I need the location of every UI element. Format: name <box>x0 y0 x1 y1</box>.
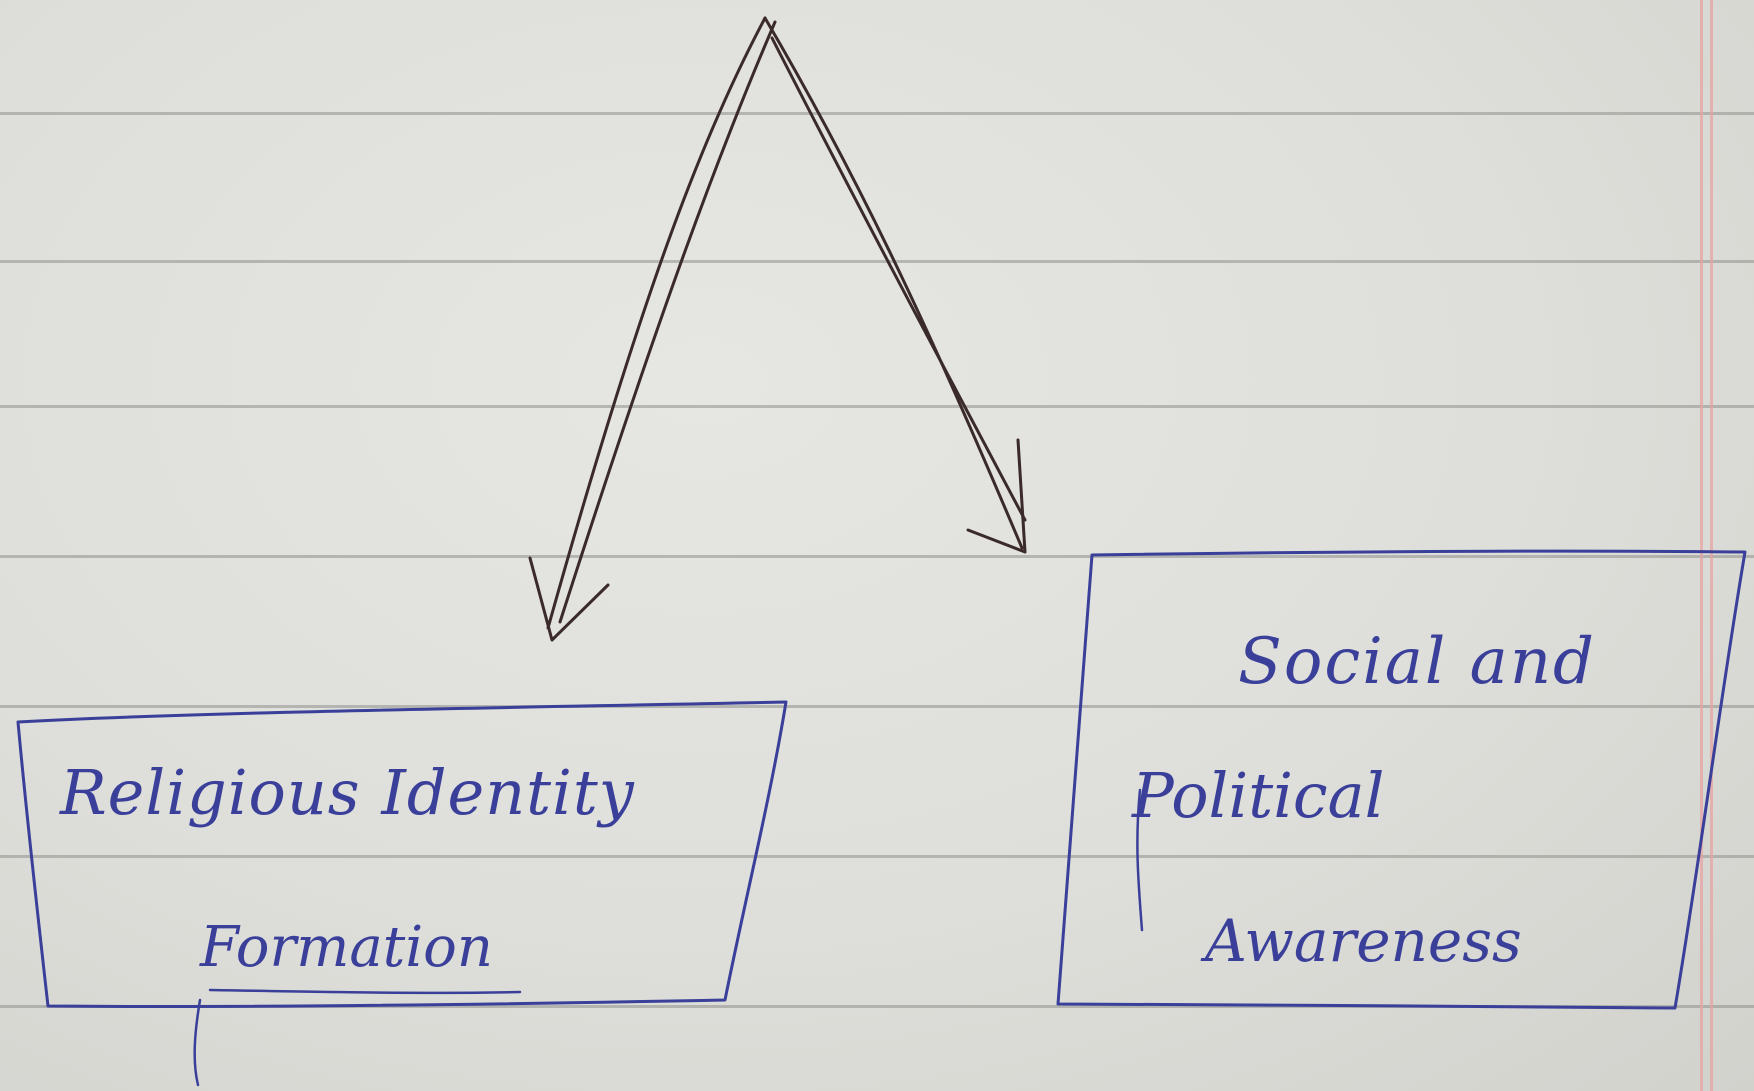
rule-line <box>0 1005 1754 1008</box>
margin-line <box>1700 0 1703 1091</box>
arrow-to-social-political <box>763 16 1027 554</box>
rule-line <box>0 112 1754 115</box>
box-social-political-awareness <box>1056 549 1747 1010</box>
node-label-awareness: Awareness <box>1205 907 1522 975</box>
node-label-social-and: Social and <box>1238 625 1596 699</box>
handwriting-flourish <box>193 788 1144 1087</box>
node-label-religious-identity: Religious Identity <box>60 756 635 829</box>
rule-line <box>0 855 1754 858</box>
node-label-political: Political <box>1132 759 1385 832</box>
margin-line <box>1710 0 1713 1091</box>
rule-line <box>0 555 1754 558</box>
rule-line <box>0 705 1754 708</box>
arrow-to-religious-identity <box>528 16 777 642</box>
node-label-formation: Formation <box>200 915 493 980</box>
rule-line <box>0 260 1754 263</box>
rule-line <box>0 405 1754 408</box>
box-religious-identity-formation <box>16 700 788 1009</box>
